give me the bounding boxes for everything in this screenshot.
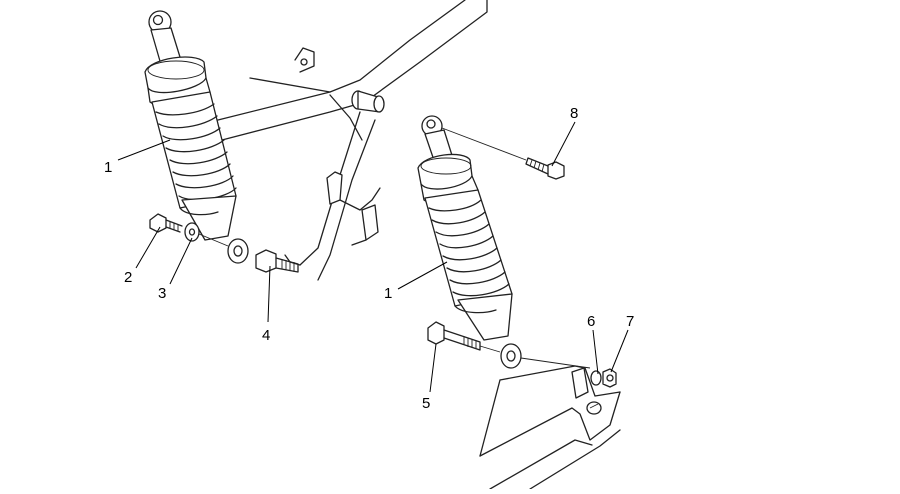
bolt-5 bbox=[427, 321, 445, 345]
callout-2: 2 bbox=[124, 269, 132, 286]
leader-lines bbox=[117, 121, 629, 393]
right-shock-hardware bbox=[427, 127, 617, 388]
rear-shock-absorber-left bbox=[144, 10, 249, 264]
rear-shock-absorber-right bbox=[417, 115, 522, 369]
callout-labels: 1 2 3 4 1 5 6 7 8 bbox=[104, 105, 634, 412]
callout-6: 6 bbox=[587, 313, 595, 330]
bolt-8 bbox=[547, 161, 565, 180]
washer-3 bbox=[184, 222, 200, 242]
swingarm bbox=[479, 365, 621, 490]
callout-1-left: 1 bbox=[104, 159, 112, 176]
washer-6 bbox=[590, 370, 602, 386]
bolt-2 bbox=[149, 213, 167, 233]
motorcycle-frame bbox=[217, 0, 488, 281]
callout-5: 5 bbox=[422, 395, 430, 412]
stud-bolt-4 bbox=[255, 249, 277, 273]
callout-4: 4 bbox=[262, 327, 270, 344]
left-shock-hardware bbox=[149, 213, 299, 273]
nut-7 bbox=[602, 368, 617, 388]
callout-7: 7 bbox=[626, 313, 634, 330]
callout-3: 3 bbox=[158, 285, 166, 302]
callout-1-right: 1 bbox=[384, 285, 392, 302]
callout-8: 8 bbox=[570, 105, 578, 122]
